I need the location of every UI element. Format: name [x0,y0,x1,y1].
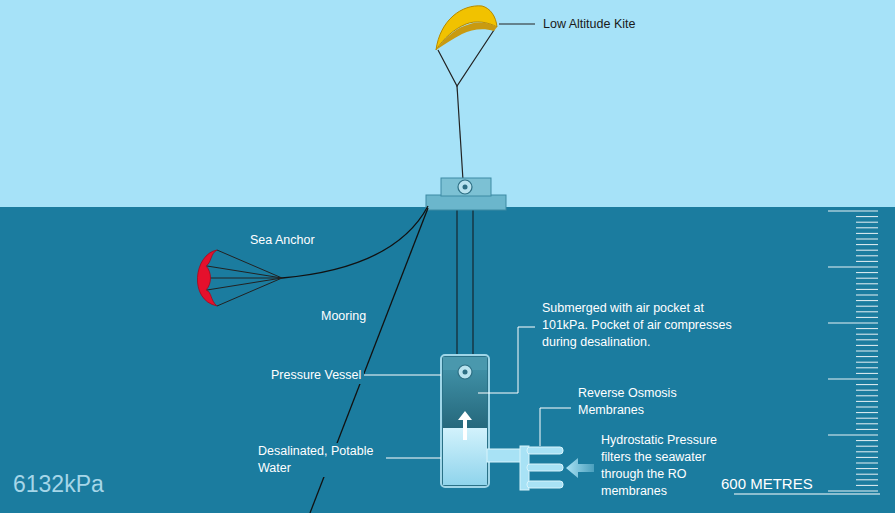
kite-canopy [436,6,497,50]
scale-tick [856,306,878,307]
scale-tick [856,255,878,256]
pulley-hub [463,185,468,190]
scale-underline [718,493,880,494]
callout-label: Mooring [318,308,369,325]
ro-membrane [527,481,563,488]
scale-tick [856,295,878,296]
sky [0,0,895,207]
scale-tick [856,328,878,329]
callout-label: Reverse Osmosis Membranes [575,385,691,419]
scale-tick [856,250,878,251]
scale-tick [856,283,878,284]
sea-anchor [197,250,217,306]
callout-label: Sea Anchor [247,232,318,249]
flow-arrow [458,411,472,440]
scale-tick [856,356,878,357]
scale-tick [856,233,878,234]
callout-label: Pressure Vessel [268,367,364,384]
tether [456,190,458,372]
ro-membrane [527,447,563,454]
scale-tick [856,474,878,475]
pressure-arrow [566,458,594,478]
platform [426,195,506,210]
scale-tick [856,384,878,385]
scale-tick [856,339,878,340]
scale-tick [856,334,878,335]
callout-note: Hydrostatic Pressure filters the seawate… [598,432,734,500]
scale-label: 600 METRES [718,475,816,493]
scale-tick [856,390,878,391]
pulley [458,365,472,379]
scale-tick [828,435,878,436]
scale-tick [828,211,878,212]
pulley-hub [463,370,468,375]
scale-tick [856,239,878,240]
pulley [458,180,472,194]
scale-tick [856,412,878,413]
ro-membrane [527,464,563,471]
scale-tick [856,244,878,245]
scale-tick [856,479,878,480]
tether [472,190,474,372]
scale-tick [856,395,878,396]
scale-tick [856,401,878,402]
kite-line [457,86,463,180]
leader-line [358,375,441,376]
callout-label: Desalinated, Potable Water [255,443,381,477]
scale-tick [856,261,878,262]
callout-label: Low Altitude Kite [540,16,638,33]
callout-note: Submerged with air pocket at 101kPa. Poc… [539,300,745,351]
kite-underside [436,23,497,50]
anchor-shrouds [204,250,282,306]
scale-tick [828,379,878,380]
scale-tick [856,418,878,419]
scale-tick [856,216,878,217]
scale-tick [856,351,878,352]
scale-tick [856,227,878,228]
scale-tick [856,367,878,368]
ro-pipe [487,449,523,462]
sea [0,207,895,513]
scale-tick [856,373,878,374]
platform-housing [441,178,491,196]
pressure-reading: 6132kPa [10,470,107,498]
scale-tick [856,222,878,223]
scale-tick [856,423,878,424]
scale-tick [856,278,878,279]
scale-tick [856,485,878,486]
scale-tick [856,446,878,447]
scale-tick [856,440,878,441]
scale-tick [856,300,878,301]
leader-line [386,458,441,459]
depth-scale [828,211,878,491]
scale-tick [828,323,878,324]
scale-tick [856,407,878,408]
leader-line [499,24,535,25]
pressure-vessel [441,355,489,487]
scale-tick [856,451,878,452]
scale-tick [856,317,878,318]
scale-tick [856,429,878,430]
scale-tick [856,463,878,464]
scale-tick [856,362,878,363]
scale-tick [856,345,878,346]
leader-line [540,408,571,446]
scale-tick [828,491,878,492]
scale-tick [856,272,878,273]
leader-line [478,327,535,393]
scale-tick [856,289,878,290]
scale-tick [856,468,878,469]
scale-tick [828,267,878,268]
scale-tick [856,311,878,312]
scale-tick [856,457,878,458]
